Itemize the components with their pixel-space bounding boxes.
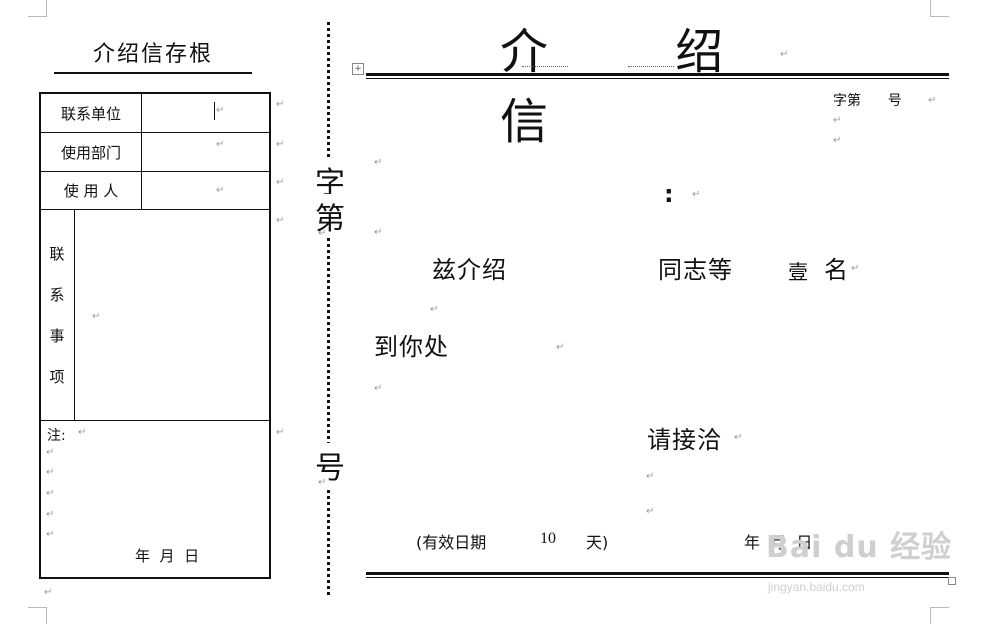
- paragraph-mark: ↵: [374, 383, 383, 394]
- label-contact-unit: 联系单位: [60, 105, 121, 123]
- column-divider: [74, 209, 75, 420]
- paragraph-mark: ↵: [216, 105, 225, 116]
- paragraph-mark: ↵: [276, 139, 285, 150]
- letter-date: 年 月 日: [744, 533, 813, 552]
- paragraph-mark: ↵: [928, 95, 937, 106]
- paragraph-mark: ↵: [92, 311, 101, 322]
- header-rule-thin: [366, 78, 949, 79]
- paragraph-mark: ↵: [318, 228, 327, 239]
- please-contact: 请接洽: [647, 426, 722, 454]
- intro-prefix: 兹介绍: [432, 256, 507, 284]
- paragraph-mark: ↵: [276, 177, 285, 188]
- paragraph-mark: ↵: [276, 427, 285, 438]
- matters-char-3: 事: [49, 327, 65, 345]
- header-rule-thick: [366, 73, 949, 76]
- paragraph-mark: ↵: [46, 488, 55, 499]
- paragraph-mark: ↵: [430, 304, 439, 315]
- person-count-value[interactable]: 壹: [788, 260, 808, 284]
- paragraph-mark: ↵: [46, 529, 55, 540]
- stub-title-underline: [54, 72, 252, 74]
- intro-middle: 同志等: [658, 256, 733, 284]
- column-divider: [141, 94, 142, 209]
- paragraph-mark: ↵: [556, 342, 565, 353]
- note-label: 注:: [47, 428, 66, 444]
- row-divider: [41, 420, 269, 421]
- field-contact-unit[interactable]: [142, 94, 268, 132]
- paragraph-mark: ↵: [833, 135, 842, 146]
- separator-char-di: 第: [313, 194, 347, 238]
- crop-mark-top-right: [930, 0, 949, 17]
- paragraph-mark: ↵: [780, 49, 789, 60]
- paragraph-mark: ↵: [44, 587, 53, 598]
- text-cursor: [214, 102, 215, 120]
- field-note[interactable]: [41, 421, 269, 541]
- watermark-logo-text: Bai du 经验: [766, 530, 953, 565]
- paragraph-mark: ↵: [46, 467, 55, 478]
- paragraph-mark: ↵: [216, 185, 225, 196]
- footer-rule-thin: [366, 577, 949, 578]
- field-using-department[interactable]: [142, 133, 268, 171]
- baidu-watermark: Bai du 经验 jingyan.baidu.com: [760, 518, 960, 598]
- separator-char-hao: 号: [313, 443, 347, 487]
- paragraph-mark: ↵: [216, 139, 225, 150]
- paragraph-mark: ↵: [734, 432, 743, 443]
- to-your-office: 到你处: [374, 333, 449, 361]
- validity-days[interactable]: 10: [540, 530, 556, 547]
- validity-suffix: 天): [586, 533, 609, 552]
- perforation-line: [327, 22, 330, 595]
- footer-rule-thick: [366, 572, 949, 575]
- paragraph-mark: ↵: [692, 189, 701, 200]
- row-divider: [41, 209, 269, 210]
- stub-table: 联系单位 使用部门 使 用 人 联 系 事 项 注: 年 月 日: [39, 92, 271, 579]
- table-resize-handle[interactable]: [948, 577, 956, 585]
- paragraph-mark: ↵: [374, 227, 383, 238]
- crop-mark-bottom-right: [930, 607, 949, 624]
- stub-title: 介绍信存根: [92, 42, 213, 67]
- label-using-department: 使用部门: [60, 144, 121, 162]
- matters-char-2: 系: [49, 286, 65, 304]
- watermark-url: jingyan.baidu.com: [768, 580, 865, 594]
- person-count-unit: 名: [824, 256, 849, 284]
- paragraph-mark: ↵: [78, 427, 87, 438]
- label-user: 使 用 人: [63, 182, 119, 200]
- paragraph-mark: ↵: [318, 477, 327, 488]
- row-divider: [41, 171, 269, 172]
- letter-title: 介 绍 信: [500, 24, 780, 150]
- crop-mark-bottom-left: [28, 607, 47, 624]
- paragraph-mark: ↵: [833, 115, 842, 126]
- paragraph-mark: ↵: [851, 263, 860, 274]
- crop-mark-top-left: [28, 0, 47, 17]
- paragraph-mark: ↵: [374, 157, 383, 168]
- spell-check-mark: [628, 66, 674, 67]
- paragraph-mark: ↵: [276, 215, 285, 226]
- paragraph-mark: ↵: [276, 99, 285, 110]
- table-move-handle[interactable]: +: [352, 63, 364, 75]
- spell-check-mark: [522, 66, 568, 67]
- matters-char-1: 联: [49, 245, 65, 263]
- field-contact-matters[interactable]: [75, 210, 268, 419]
- paragraph-mark: ↵: [646, 471, 655, 482]
- paragraph-mark: ↵: [646, 506, 655, 517]
- stub-date: 年 月 日: [135, 547, 200, 565]
- row-divider: [41, 132, 269, 133]
- recipient-colon: :: [664, 180, 675, 208]
- reference-number: 字第 号: [833, 93, 902, 109]
- paragraph-mark: ↵: [46, 509, 55, 520]
- validity-prefix: (有效日期: [416, 533, 487, 552]
- paragraph-mark: ↵: [46, 447, 55, 458]
- matters-char-4: 项: [49, 368, 65, 386]
- field-user[interactable]: [142, 172, 268, 209]
